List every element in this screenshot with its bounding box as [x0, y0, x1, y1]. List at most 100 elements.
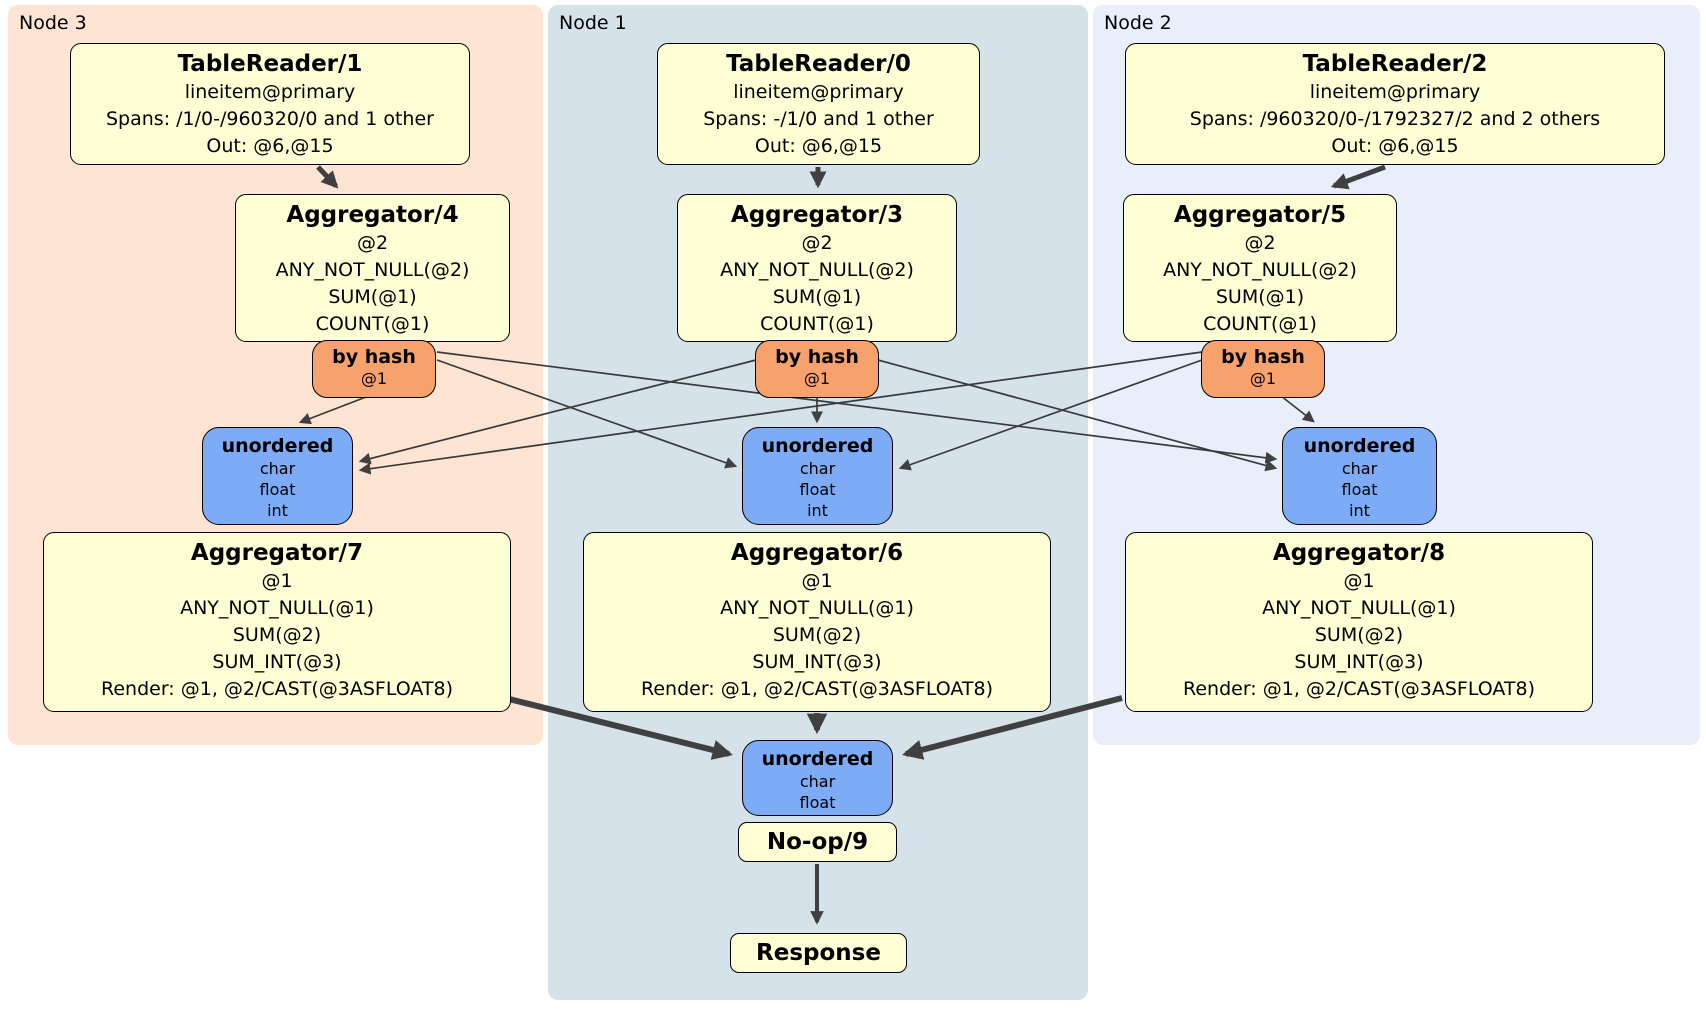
aggregator-8-fn3: SUM_INT(@3): [1294, 651, 1424, 673]
aggregator-3-fn1: ANY_NOT_NULL(@2): [720, 259, 914, 281]
unordered-sync-final-col1: char: [799, 772, 836, 791]
aggregator-6-fn1: ANY_NOT_NULL(@1): [720, 597, 914, 619]
edge-hash3-un2: [436, 351, 1278, 464]
response-node: Response: [730, 933, 907, 973]
unordered-sync-node3-title: unordered: [221, 435, 334, 457]
tablereader-2-index: lineitem@primary: [1309, 81, 1481, 103]
edge-hash2-un2: [1280, 395, 1315, 423]
noop-title: No-op/9: [766, 829, 869, 855]
aggregator-7-render: Render: @1, @2/CAST(@3ASFLOAT8): [101, 678, 453, 700]
hash-router-node2-key: @1: [1249, 369, 1277, 388]
noop-node: No-op/9: [738, 822, 897, 862]
hash-router-node3: by hash @1: [312, 340, 436, 398]
tablereader-0-spans: Spans: -/1/0 and 1 other: [703, 108, 934, 130]
tablereader-2-out: Out: @6,@15: [1331, 135, 1459, 157]
edge-hash1-un3: [358, 359, 757, 465]
tablereader-1-index: lineitem@primary: [184, 81, 356, 103]
unordered-sync-final-title: unordered: [761, 748, 874, 770]
unordered-sync-node2-col3: int: [1349, 501, 1370, 520]
unordered-sync-node3-col3: int: [267, 501, 288, 520]
edge-hash1-un2: [877, 359, 1278, 472]
unordered-sync-final-col2: float: [799, 793, 836, 812]
aggregator-7-node: Aggregator/7 @1 ANY_NOT_NULL(@1) SUM(@2)…: [43, 532, 511, 712]
unordered-sync-node1-col2: float: [799, 480, 836, 499]
unordered-sync-final: unordered char float: [742, 740, 893, 816]
hash-router-node3-title: by hash: [332, 346, 416, 368]
aggregator-8-fn1: ANY_NOT_NULL(@1): [1262, 597, 1456, 619]
unordered-sync-node2: unordered char float int: [1282, 427, 1437, 525]
aggregator-3-node: Aggregator/3 @2 ANY_NOT_NULL(@2) SUM(@1)…: [677, 194, 957, 342]
aggregator-3-fn2: SUM(@1): [772, 286, 862, 308]
unordered-sync-node3: unordered char float int: [202, 427, 353, 525]
unordered-sync-node2-col1: char: [1341, 459, 1378, 478]
edge-tr2-agg5: [1330, 164, 1386, 190]
aggregator-5-title: Aggregator/5: [1173, 202, 1347, 228]
unordered-sync-node1-col1: char: [799, 459, 836, 478]
aggregator-6-fn2: SUM(@2): [772, 624, 862, 646]
edge-tr1-agg4: [316, 165, 339, 189]
aggregator-7-fn3: SUM_INT(@3): [212, 651, 342, 673]
tablereader-1-title: TableReader/1: [177, 51, 363, 77]
aggregator-7-fn2: SUM(@2): [232, 624, 322, 646]
tablereader-1-out: Out: @6,@15: [206, 135, 334, 157]
aggregator-3-group: @2: [801, 232, 833, 254]
aggregator-6-group: @1: [801, 570, 833, 592]
hash-router-node1-title: by hash: [775, 346, 859, 368]
edge-agg8-unfinal: [902, 695, 1123, 760]
tablereader-0-title: TableReader/0: [726, 51, 911, 77]
tablereader-0-index: lineitem@primary: [733, 81, 904, 103]
aggregator-4-fn1: ANY_NOT_NULL(@2): [275, 259, 470, 281]
hash-router-node1-key: @1: [803, 369, 831, 388]
aggregator-5-fn2: SUM(@1): [1215, 286, 1305, 308]
node1-label: Node 1: [559, 12, 627, 34]
aggregator-4-node: Aggregator/4 @2 ANY_NOT_NULL(@2) SUM(@1)…: [235, 194, 510, 342]
aggregator-6-render: Render: @1, @2/CAST(@3ASFLOAT8): [641, 678, 993, 700]
unordered-sync-node1-col3: int: [807, 501, 828, 520]
aggregator-4-group: @2: [356, 232, 389, 254]
tablereader-2-node: TableReader/2 lineitem@primary Spans: /9…: [1125, 43, 1665, 165]
aggregator-4-fn2: SUM(@1): [328, 286, 417, 308]
response-title: Response: [756, 940, 881, 966]
aggregator-5-fn1: ANY_NOT_NULL(@2): [1163, 259, 1357, 281]
aggregator-8-render: Render: @1, @2/CAST(@3ASFLOAT8): [1183, 678, 1535, 700]
hash-router-node2-title: by hash: [1221, 346, 1305, 368]
unordered-sync-node3-col2: float: [259, 480, 296, 499]
aggregator-4-title: Aggregator/4: [286, 202, 459, 228]
aggregator-6-fn3: SUM_INT(@3): [752, 651, 882, 673]
edge-hash2-un1: [898, 359, 1203, 471]
aggregator-5-node: Aggregator/5 @2 ANY_NOT_NULL(@2) SUM(@1)…: [1123, 194, 1397, 342]
hash-router-node2: by hash @1: [1201, 340, 1325, 398]
unordered-sync-node2-title: unordered: [1303, 435, 1416, 457]
edge-hash3-un3: [298, 396, 367, 425]
aggregator-5-fn3: COUNT(@1): [1203, 313, 1317, 335]
hash-router-node1: by hash @1: [755, 340, 879, 398]
aggregator-5-group: @2: [1244, 232, 1276, 254]
tablereader-1-spans: Spans: /1/0-/960320/0 and 1 other: [106, 108, 434, 130]
edge-agg7-unfinal: [504, 695, 733, 760]
aggregator-6-title: Aggregator/6: [730, 540, 904, 566]
aggregator-7-fn1: ANY_NOT_NULL(@1): [180, 597, 374, 619]
aggregator-8-node: Aggregator/8 @1 ANY_NOT_NULL(@1) SUM(@2)…: [1125, 532, 1593, 712]
unordered-sync-node1: unordered char float int: [742, 427, 893, 525]
tablereader-0-node: TableReader/0 lineitem@primary Spans: -/…: [657, 43, 980, 165]
aggregator-6-node: Aggregator/6 @1 ANY_NOT_NULL(@1) SUM(@2)…: [583, 532, 1051, 712]
node3-label: Node 3: [19, 12, 87, 34]
aggregator-8-group: @1: [1343, 570, 1375, 592]
tablereader-2-title: TableReader/2: [1302, 51, 1488, 77]
hash-router-node3-key: @1: [360, 369, 388, 388]
unordered-sync-node1-title: unordered: [761, 435, 874, 457]
tablereader-0-out: Out: @6,@15: [754, 135, 883, 157]
edge-hash2-un3: [358, 351, 1203, 475]
aggregator-7-group: @1: [261, 570, 293, 592]
aggregator-8-title: Aggregator/8: [1272, 540, 1446, 566]
tablereader-1-node: TableReader/1 lineitem@primary Spans: /1…: [70, 43, 470, 165]
aggregator-3-fn3: COUNT(@1): [760, 313, 874, 335]
tablereader-2-spans: Spans: /960320/0-/1792327/2 and 2 others: [1189, 108, 1601, 130]
aggregator-7-title: Aggregator/7: [190, 540, 364, 566]
edge-hash3-un1: [436, 359, 738, 469]
unordered-sync-node3-col1: char: [259, 459, 296, 478]
aggregator-8-fn2: SUM(@2): [1314, 624, 1404, 646]
unordered-sync-node2-col2: float: [1341, 480, 1378, 499]
